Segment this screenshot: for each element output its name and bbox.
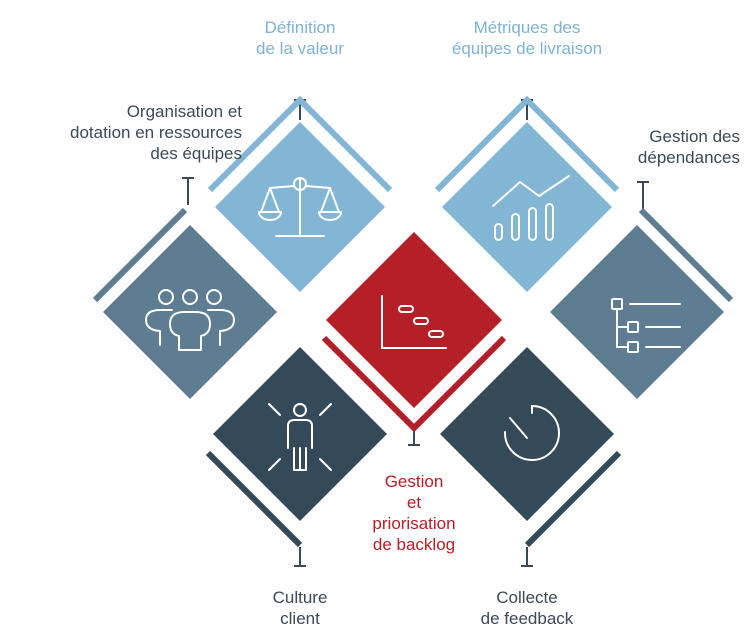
label-organisation: Organisation et dotation en ressources d…	[70, 102, 242, 163]
tile-culture	[213, 347, 387, 521]
accent-feedback	[524, 450, 622, 548]
gantt-icon	[381, 295, 447, 349]
label-dependances: Gestion des dépendances	[637, 127, 740, 167]
person-radiant-icon	[268, 403, 332, 471]
accent-organisation	[92, 207, 188, 303]
accent-definition-valeur	[207, 95, 393, 193]
label-metriques: Métriques des équipes de livraison	[451, 18, 603, 58]
label-backlog: Gestion et priorisation de backlog	[372, 472, 456, 554]
tile-feedback	[440, 347, 614, 521]
accent-culture	[205, 450, 303, 548]
connector-dependances	[637, 181, 649, 212]
team-icon	[145, 289, 235, 351]
accent-backlog	[321, 335, 507, 433]
label-feedback: Collecte de feedback	[480, 588, 574, 628]
tile-dependances	[550, 225, 724, 399]
label-definition-valeur: Définition de la valeur	[256, 18, 344, 58]
accent-metriques	[434, 95, 620, 193]
timer-icon	[503, 405, 560, 461]
label-culture: Culture client	[272, 588, 328, 628]
connector-lines	[182, 99, 649, 567]
connector-organisation	[182, 177, 194, 205]
accent-strokes	[92, 95, 734, 548]
connector-feedback	[521, 547, 533, 567]
scales-icon	[258, 177, 342, 237]
hierarchy-icon	[611, 298, 681, 353]
tile-metriques	[442, 122, 612, 292]
accent-dependances	[638, 207, 734, 303]
chart-trend-icon	[492, 175, 570, 241]
connector-culture	[294, 547, 306, 567]
